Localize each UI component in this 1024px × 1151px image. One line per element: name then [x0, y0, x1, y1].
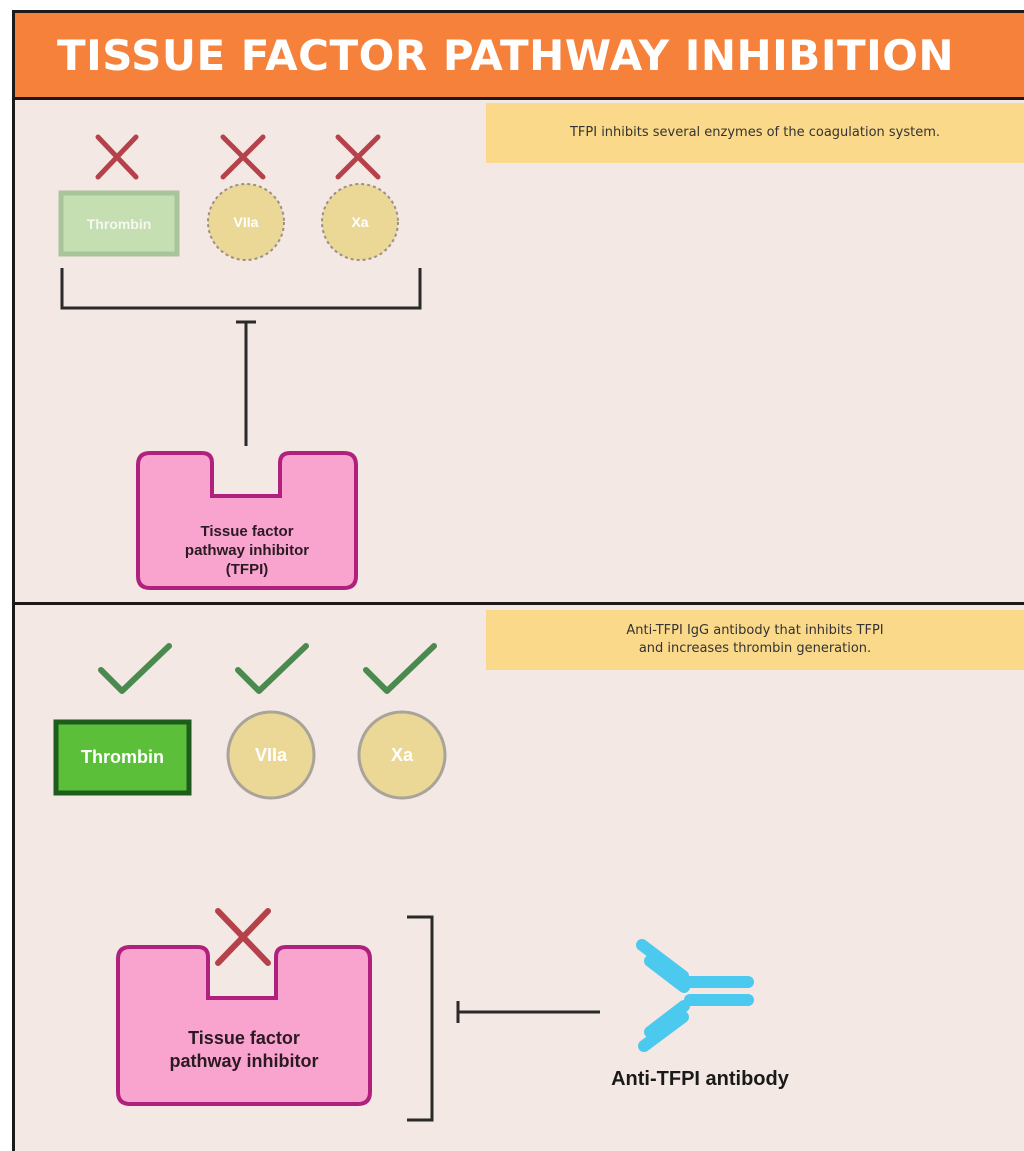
page-title: TISSUE FACTOR PATHWAY INHIBITION: [57, 30, 955, 80]
thrombin-box-inhibited: [58, 190, 180, 257]
xa-label-active: Xa: [390, 744, 414, 765]
viia-label-active: VIIa: [254, 744, 288, 765]
tfpi-block-bottom: [116, 945, 372, 1106]
tfpi-label-top-line-3: (TFPI): [225, 561, 269, 578]
bottom-note-line-1: Anti-TFPI IgG antibody that inhibits TFP…: [626, 623, 884, 638]
tfpi-bracket: [407, 915, 434, 1122]
inhibition-line-top: [236, 320, 256, 446]
tfpi-label-top-line-2: pathway inhibitor: [184, 542, 310, 559]
xa-circle-inhibited: [321, 183, 399, 261]
antibody-icon: [636, 939, 754, 1052]
panel-divider: [12, 602, 1024, 605]
cross-icon-xa: [335, 134, 381, 180]
top-note: TFPI inhibits several enzymes of the coa…: [486, 103, 1024, 163]
tfpi-label-bottom-line-1: Tissue factor: [188, 1028, 300, 1048]
enzyme-bracket: [60, 268, 422, 310]
thrombin-label-inhibited: Thrombin: [86, 215, 152, 232]
tfpi-label-bottom: Tissue factor pathway inhibitor: [120, 1027, 368, 1073]
cross-icon-thrombin: [95, 134, 139, 180]
check-icon-viia: [235, 643, 309, 694]
xa-circle-active: [357, 710, 447, 800]
xa-label-inhibited: Xa: [351, 214, 369, 230]
top-note-text: TFPI inhibits several enzymes of the coa…: [569, 125, 941, 140]
bottom-note: Anti-TFPI IgG antibody that inhibits TFP…: [486, 610, 1024, 670]
viia-circle-active: [226, 710, 316, 800]
check-icon-thrombin: [98, 643, 172, 694]
cross-icon-viia: [220, 134, 266, 180]
tfpi-block-top: [136, 451, 358, 590]
inhibition-line-bottom: [456, 1001, 600, 1023]
check-icon-xa: [363, 643, 437, 694]
tfpi-label-top-line-1: Tissue factor: [200, 523, 294, 540]
cross-icon-tfpi: [215, 908, 271, 966]
antibody-label: Anti-TFPI antibody: [611, 1068, 789, 1090]
bottom-note-line-2: and increases thrombin generation.: [638, 641, 872, 656]
viia-label-inhibited: VIIa: [233, 214, 259, 230]
thrombin-label-active: Thrombin: [81, 747, 164, 767]
bottom-note-body: Anti-TFPI IgG antibody that inhibits TFP…: [555, 622, 955, 658]
title-bar: TISSUE FACTOR PATHWAY INHIBITION: [15, 13, 1024, 100]
tfpi-label-top: Tissue factor pathway inhibitor (TFPI): [140, 522, 354, 579]
viia-circle-inhibited: [207, 183, 285, 261]
thrombin-box-active: [53, 719, 192, 796]
tfpi-label-bottom-line-2: pathway inhibitor: [169, 1051, 319, 1071]
